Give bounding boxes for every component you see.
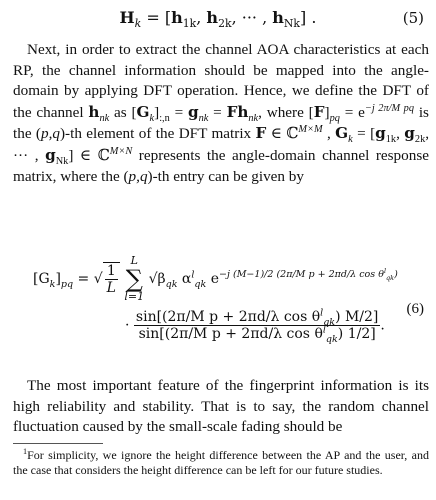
eq6-lhs-sub: k: [49, 278, 56, 290]
eq5-sub-k: k: [134, 17, 142, 31]
eq6-exp: e: [206, 271, 220, 287]
eq6-beta: √β: [148, 271, 166, 287]
p1-text-10: = e: [339, 103, 365, 121]
p1-text-15: ∈ ℂ: [266, 125, 299, 143]
footnote-mark: 1: [23, 447, 28, 456]
eq5-hN: h: [272, 8, 284, 27]
p1-text-11: −j 2π/M pq: [364, 102, 415, 114]
eq6-lhs-close: ]: [55, 271, 61, 287]
p1-text-23: )-th entry can be given by: [147, 167, 304, 185]
eq5-h1: h: [171, 8, 183, 27]
p1-text-18: = [: [352, 125, 376, 143]
p1-text-7: , where [: [258, 103, 314, 121]
footnote-text: For simplicity, we ignore the height dif…: [13, 448, 429, 477]
eq6-line-2: · sin[(2π/M p + 2πd/λ cos θlqk) M/2]sin[…: [125, 307, 385, 345]
eq6-alpha: α: [177, 271, 192, 287]
p1-text-19: ] ∈ ℂ: [68, 146, 110, 164]
eq6-exp-sup: −j (M−1)/2 (2π/M p + 2πd/λ cos θlqk): [219, 267, 398, 283]
p1-text-5: =: [169, 103, 188, 121]
eq5-close: ] .: [300, 8, 317, 27]
p1-text-6: =: [208, 103, 227, 121]
eq6-sum: L∑l=1: [124, 254, 145, 303]
eq6-sinc-frac: sin[(2π/M p + 2πd/λ cos θlqk) M/2]sin[(2…: [133, 307, 381, 345]
p1-text-21: represents the angle-domain channel resp…: [13, 146, 429, 185]
eq5-H: H: [119, 8, 135, 27]
p1-text-17: ,: [322, 125, 336, 143]
paragraph-dft-definition: Next, in order to extract the channel AO…: [13, 41, 430, 185]
eq5-equals: = [: [141, 8, 172, 27]
p1-text-16: M×M: [298, 124, 323, 136]
p1-text-13: p,q: [41, 125, 60, 143]
footnote-rule: [13, 443, 103, 444]
p1-text-14: )-th element of the DFT matrix: [59, 125, 256, 143]
p1-text-22: p,q: [128, 167, 148, 185]
eq6-equals: =: [73, 271, 94, 287]
p1-text-12: is the (: [13, 103, 429, 143]
eq6-lhs-pq: pq: [60, 278, 74, 290]
p1-text-1: Next, in order to extract the channel AO…: [13, 41, 429, 121]
p1-text-4: :,n: [159, 112, 170, 124]
p1-text-3: ]: [154, 103, 160, 121]
p2-text: The most important feature of the finger…: [13, 377, 429, 436]
eq5-sN: Nk: [283, 17, 301, 31]
eq6-period: .: [380, 317, 385, 334]
footnote: 1For simplicity, we ignore the height di…: [13, 447, 429, 478]
p1-text-9: pq: [329, 112, 340, 124]
equation-5: Hk = [h1k, h2k, ··· , hNk] . (5): [119, 8, 424, 31]
eq5-number: (5): [402, 9, 424, 27]
eq6-dot: ·: [125, 317, 134, 334]
paragraph-fingerprint-feature: The most important feature of the finger…: [13, 376, 429, 438]
p1-text-20: M×N: [109, 145, 133, 157]
eq5-h2: h: [206, 8, 219, 27]
eq5-dots: , ··· ,: [231, 8, 273, 27]
p1-text-2: as [: [109, 103, 137, 121]
p1-text-8: ]: [324, 103, 330, 121]
eq5-s2: 2k: [218, 17, 232, 31]
eq6-number: (6): [406, 301, 425, 317]
eq6-lhs: [G: [33, 271, 50, 287]
eq5-s1: 1k: [182, 17, 197, 31]
